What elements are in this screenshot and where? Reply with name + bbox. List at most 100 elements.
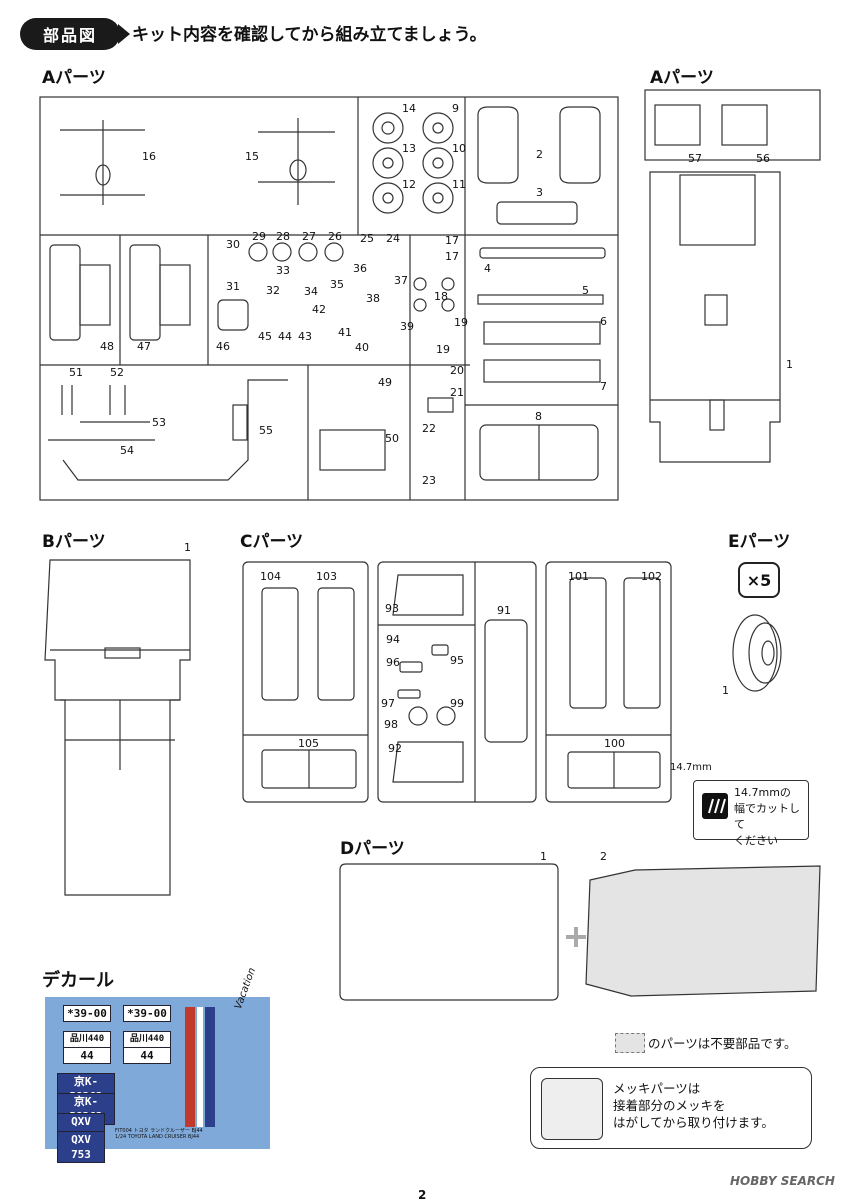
part-label: 21: [450, 386, 464, 399]
part-label: 24: [386, 232, 400, 245]
part-label: 1: [184, 541, 191, 554]
measure-label: 14.7mm: [670, 762, 712, 773]
part-label: 17: [445, 250, 459, 263]
part-label: 57: [688, 152, 702, 165]
part-label: 3: [536, 186, 543, 199]
part-label: 105: [298, 737, 319, 750]
section-title-d: Dパーツ: [340, 839, 405, 859]
part-label: 31: [226, 280, 240, 293]
part-label: 48: [100, 340, 114, 353]
part-label: 23: [422, 474, 436, 487]
section-title-decal: デカール: [42, 970, 114, 991]
part-label: 26: [328, 230, 342, 243]
decal-plate: 44: [123, 1047, 171, 1064]
part-label: 17: [445, 234, 459, 247]
part-label: 29: [252, 230, 266, 243]
part-label: 43: [298, 330, 312, 343]
part-label: 54: [120, 444, 134, 457]
part-label: 55: [259, 424, 273, 437]
part-label: 34: [304, 285, 318, 298]
plating-note-line: はがしてから取り付けます。: [613, 1115, 774, 1130]
decal-plate: QXV 753: [57, 1131, 105, 1163]
part-label: 103: [316, 570, 337, 583]
section-title-c: Cパーツ: [240, 532, 304, 552]
part-label: 1: [540, 850, 547, 863]
stripe-decal: [205, 1007, 215, 1127]
part-label: 94: [386, 633, 400, 646]
part-label: 37: [394, 274, 408, 287]
part-label: 97: [381, 697, 395, 710]
section-title-a-body: Aパーツ: [650, 68, 714, 88]
part-label: 6: [600, 315, 607, 328]
decal-sheet: *39-00 *39-00 品川440 品川440 44 44 京K-P8262…: [45, 966, 270, 1163]
part-label: 95: [450, 654, 464, 667]
part-label: 27: [302, 230, 316, 243]
decal-plate: *39-00: [123, 1005, 171, 1022]
plating-note-line: 接着部分のメッキを: [613, 1098, 726, 1113]
cut-note-box: 14.7mmの 幅でカットして ください: [693, 780, 809, 847]
part-label: 38: [366, 292, 380, 305]
part-label: 18: [434, 290, 448, 303]
part-label: 56: [756, 152, 770, 165]
part-label: 8: [535, 410, 542, 423]
quantity-badge: ×5: [738, 562, 780, 598]
part-label: 1: [722, 684, 729, 697]
part-label: 51: [69, 366, 83, 379]
part-label: 46: [216, 340, 230, 353]
part-label: 52: [110, 366, 124, 379]
stripe-decal: [185, 1007, 195, 1127]
part-label: 98: [384, 718, 398, 731]
part-label: 47: [137, 340, 151, 353]
part-label: 4: [484, 262, 491, 275]
part-label: 104: [260, 570, 281, 583]
part-label: 11: [452, 178, 466, 191]
part-label: 33: [276, 264, 290, 277]
part-label: 45: [258, 330, 272, 343]
unused-part-swatch: [615, 1033, 645, 1053]
decal-caption: 1/24 TOYOTA LAND CRUISER BJ44: [115, 1134, 200, 1140]
part-label: 9: [452, 102, 459, 115]
decal-plate: 品川440: [63, 1031, 111, 1048]
section-title-b: Bパーツ: [42, 532, 106, 552]
part-label: 5: [582, 284, 589, 297]
plating-note-box: メッキパーツは 接着部分のメッキを はがしてから取り付けます。: [530, 1067, 812, 1149]
decal-plate: 44: [63, 1047, 111, 1064]
part-label: 50: [385, 432, 399, 445]
part-label: 2: [536, 148, 543, 161]
part-label: 16: [142, 150, 156, 163]
cut-icon: [702, 793, 728, 819]
part-label: 96: [386, 656, 400, 669]
part-label: 93: [385, 602, 399, 615]
part-label: 91: [497, 604, 511, 617]
decal-plate: 品川440: [123, 1031, 171, 1048]
part-label: 35: [330, 278, 344, 291]
part-label: 12: [402, 178, 416, 191]
part-label: 19: [454, 316, 468, 329]
part-label: 40: [355, 341, 369, 354]
section-title-e: Eパーツ: [728, 532, 791, 552]
part-label: 42: [312, 303, 326, 316]
part-label: 15: [245, 150, 259, 163]
part-label: 44: [278, 330, 292, 343]
part-label: 39: [400, 320, 414, 333]
part-label: 28: [276, 230, 290, 243]
cut-note-line: ください: [734, 834, 778, 847]
decal-plate: *39-00: [63, 1005, 111, 1022]
part-label: 20: [450, 364, 464, 377]
part-label: 7: [600, 380, 607, 393]
part-label: 13: [402, 142, 416, 155]
unused-note: のパーツは不要部品です。: [648, 1036, 797, 1051]
plating-icon: [541, 1078, 603, 1140]
cut-note-line: 幅でカットして: [734, 802, 800, 831]
part-label: 30: [226, 238, 240, 251]
part-label: 22: [422, 422, 436, 435]
part-label: 2: [600, 850, 607, 863]
section-title-a: Aパーツ: [42, 68, 106, 88]
watermark: HOBBY SEARCH: [730, 1174, 835, 1188]
stripe-decal: [197, 1007, 203, 1127]
part-label: 36: [353, 262, 367, 275]
